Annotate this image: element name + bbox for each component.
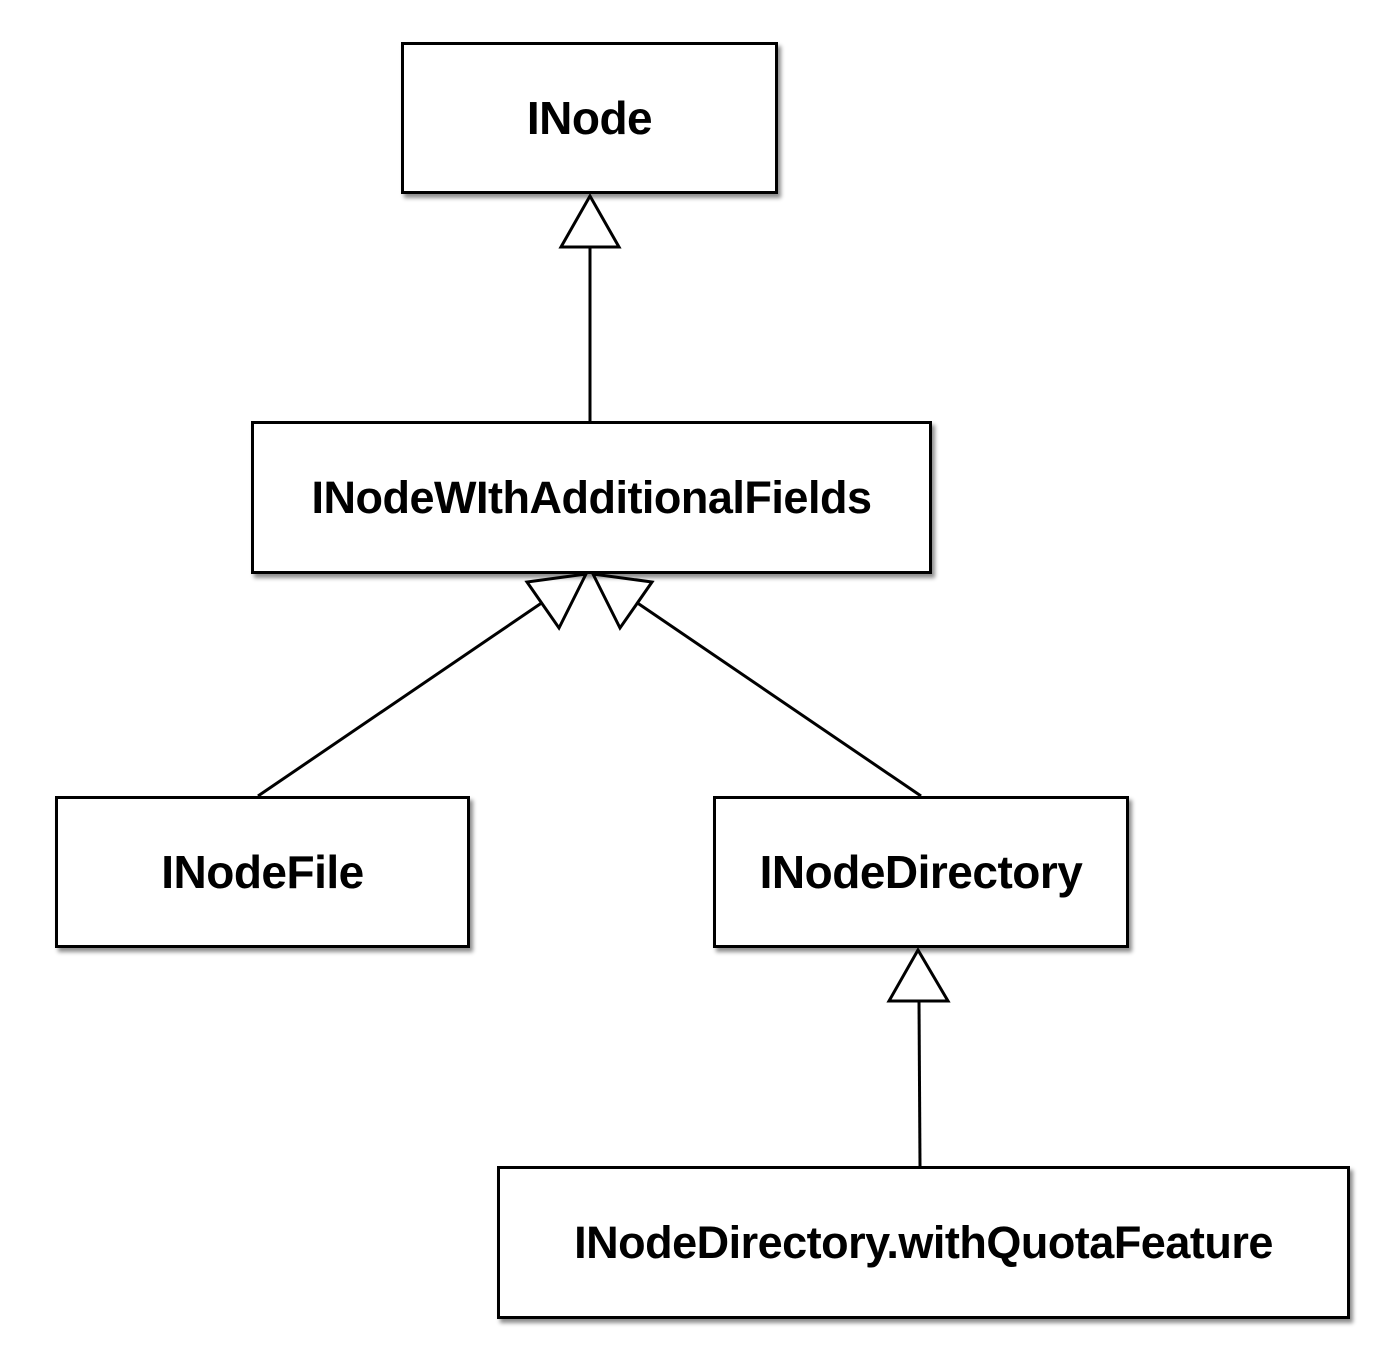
class-label-inode-file: INodeFile: [161, 846, 364, 898]
class-box-inode-file: INodeFile: [55, 796, 470, 948]
arrowhead-directory: [886, 947, 951, 1003]
class-label-inode: INode: [526, 92, 653, 144]
class-box-inode: INode: [401, 42, 778, 194]
class-box-inode-with-additional-fields: INodeWIthAdditionalFields: [251, 421, 932, 574]
class-label-inode-directory: INodeDirectory: [759, 846, 1083, 898]
edge-file-to-fields: [257, 600, 544, 798]
class-label-inode-directory-with-quota: INodeDirectory.withQuotaFeature: [574, 1216, 1273, 1268]
class-box-inode-directory: INodeDirectory: [713, 796, 1129, 948]
arrowhead-fields-right: [590, 572, 655, 631]
class-box-inode-directory-with-quota: INodeDirectory.withQuotaFeature: [497, 1166, 1350, 1319]
arrowhead-inode: [558, 192, 622, 249]
edge-quota-to-directory: [917, 1000, 922, 1167]
edge-directory-to-fields: [635, 600, 922, 798]
arrowhead-fields-left: [524, 572, 589, 631]
class-label-inode-with-additional-fields: INodeWIthAdditionalFields: [311, 471, 872, 523]
